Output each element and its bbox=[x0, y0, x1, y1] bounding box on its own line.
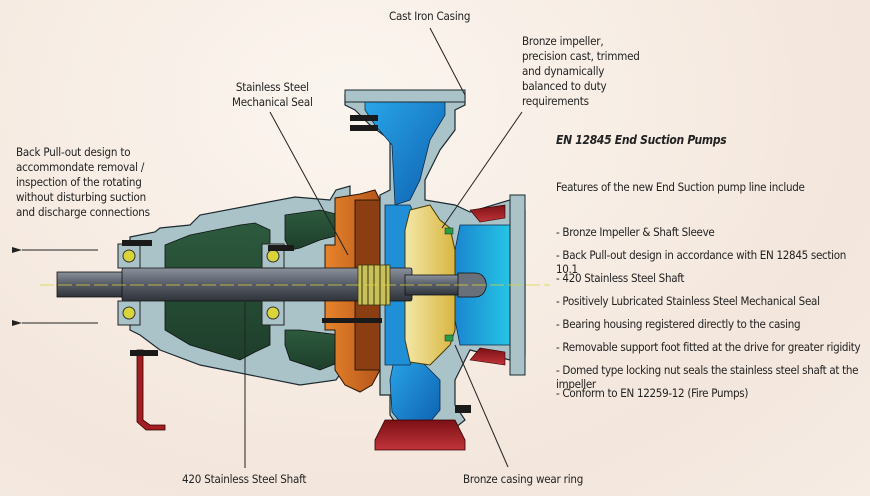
label-line: balanced to duty bbox=[522, 79, 607, 93]
bearing-housing-green-3 bbox=[284, 329, 346, 371]
feature-item: - Removable support foot fitted at the d… bbox=[556, 340, 861, 354]
casing-support-foot bbox=[374, 419, 466, 451]
label-line: Back Pull-out design to bbox=[16, 145, 131, 159]
features-intro: Features of the new End Suction pump lin… bbox=[556, 180, 805, 194]
feature-item: - Bronze Impeller & Shaft Sleeve bbox=[556, 225, 715, 239]
label-cast-iron-casing: Cast Iron Casing bbox=[389, 9, 471, 23]
wear-ring-upper bbox=[444, 227, 454, 235]
label-line: precision cast, trimmed bbox=[522, 49, 640, 63]
wear-ring-lower bbox=[444, 334, 454, 342]
label-line: Stainless Steel bbox=[235, 80, 309, 94]
label-line: Bronze impeller, bbox=[522, 34, 604, 48]
label-line: inspection of the rotating bbox=[16, 175, 142, 189]
suction-rib-lower bbox=[469, 347, 506, 366]
discharge-flange bbox=[344, 89, 466, 103]
label-bronze-impeller: Bronze impeller, precision cast, trimmed… bbox=[522, 34, 640, 109]
label-shaft: 420 Stainless Steel Shaft bbox=[182, 472, 307, 486]
feature-item: - Conform to EN 12259-12 (Fire Pumps) bbox=[556, 386, 749, 400]
bearing-front bbox=[261, 243, 285, 326]
leader-cast-iron-casing bbox=[429, 27, 466, 96]
label-line: requirements bbox=[522, 94, 589, 108]
leader-bronze-impeller bbox=[441, 111, 523, 229]
feature-item: - Positively Lubricated Stainless Steel … bbox=[556, 294, 820, 308]
feature-item: - Domed type locking nut seals the stain… bbox=[556, 363, 859, 391]
leader-mechanical-seal bbox=[269, 111, 349, 256]
label-line: Mechanical Seal bbox=[232, 95, 313, 109]
label-wear-ring: Bronze casing wear ring bbox=[463, 472, 584, 486]
bearing-rear bbox=[117, 243, 141, 326]
suction-rib-upper bbox=[469, 204, 506, 223]
feature-item: - 420 Stainless Steel Shaft bbox=[556, 271, 685, 285]
features-title: EN 12845 End Suction Pumps bbox=[556, 133, 727, 147]
leader-wear-ring bbox=[454, 344, 509, 468]
label-line: and dynamically bbox=[522, 64, 605, 78]
label-line: and discharge connections bbox=[16, 205, 150, 219]
bearing-housing-green-2 bbox=[284, 209, 341, 251]
shaft-end bbox=[56, 271, 128, 298]
bolts bbox=[122, 115, 471, 413]
label-back-pullout: Back Pull-out design to accommondate rem… bbox=[16, 145, 150, 220]
removable-support-foot bbox=[136, 349, 166, 431]
label-mechanical-seal: Stainless Steel Mechanical Seal bbox=[232, 80, 313, 110]
label-line: accommondate removal / bbox=[16, 160, 145, 174]
feature-item: - Back Pull-out design in accordance wit… bbox=[556, 248, 847, 276]
feature-item: - Bearing housing registered directly to… bbox=[556, 317, 801, 331]
label-line: without disturbing suction bbox=[16, 190, 146, 204]
